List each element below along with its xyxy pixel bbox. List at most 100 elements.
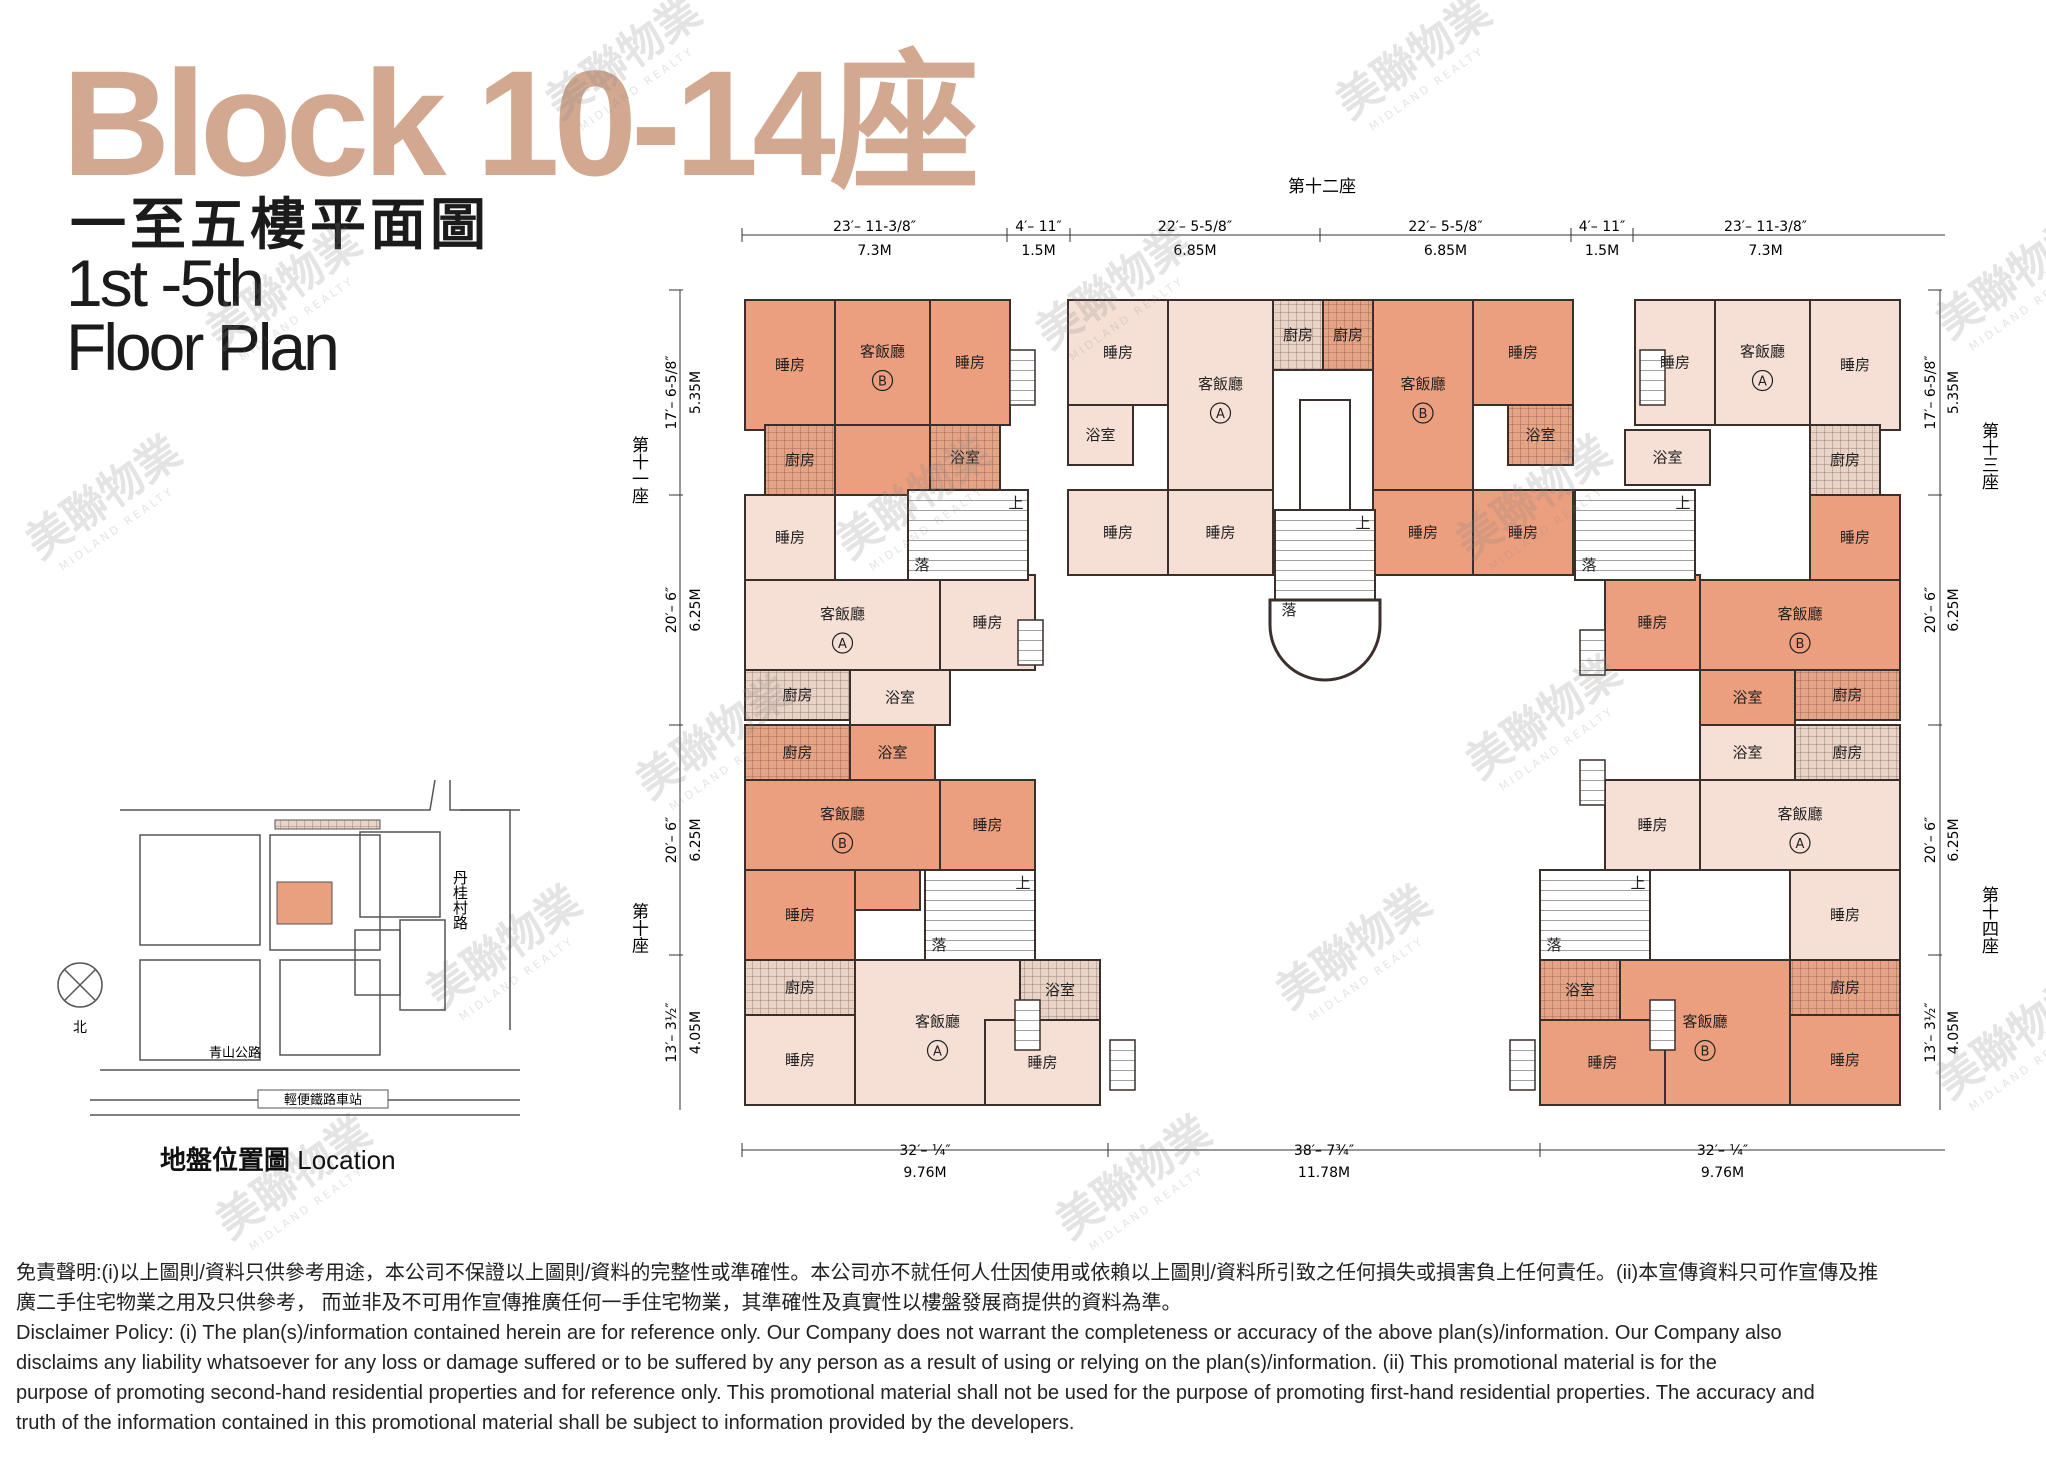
- dim-top-ft: 23′– 11-3/8″: [1724, 219, 1807, 235]
- road-tan-kwai: 丹桂村路: [451, 870, 469, 930]
- room: [1809, 494, 1901, 581]
- room-label-bathroom: 浴室: [1045, 981, 1075, 999]
- stair-core: [1539, 869, 1651, 961]
- dim-right-ft: 17′– 6-5/8″: [1923, 355, 1939, 429]
- stair-up: 上: [1355, 514, 1370, 532]
- room-label-bedroom: 睡房: [785, 1051, 815, 1069]
- stair-core: [907, 489, 1029, 581]
- stair-tower: [1268, 598, 1382, 682]
- dim-top-m: 1.5M: [1021, 243, 1055, 259]
- room-label-bedroom: 睡房: [1587, 1054, 1617, 1072]
- room-label-kitchen: 廚房: [785, 979, 815, 997]
- room-label-bedroom: 睡房: [1660, 354, 1690, 372]
- location-caption-en: Location: [297, 1145, 396, 1175]
- room-label-bedroom: 睡房: [1205, 524, 1235, 542]
- balcony: [1014, 999, 1041, 1051]
- dim-left-m: 4.05M: [688, 1011, 704, 1054]
- room: [1794, 669, 1901, 721]
- lrt-stop: 輕便鐵路車站: [284, 1092, 362, 1108]
- dim-right-m: 6.25M: [1946, 588, 1962, 631]
- floor-plan-title-zh: 一至五樓平面圖: [70, 192, 490, 258]
- room-label-bedroom: 睡房: [972, 816, 1002, 834]
- room-label-kitchen: 廚房: [782, 686, 812, 704]
- room: [1699, 579, 1901, 671]
- room-label-living_dining: 客飯廳: [1400, 375, 1445, 393]
- location-caption-zh: 地盤位置圖: [160, 1145, 291, 1175]
- room: [744, 959, 856, 1016]
- room-label-bathroom: 浴室: [1732, 744, 1762, 762]
- stair-up: 上: [1008, 494, 1023, 512]
- room-label-bathroom: 浴室: [1525, 426, 1555, 444]
- room: [1604, 779, 1701, 871]
- room: [744, 869, 856, 961]
- block-label-12: 第十二座: [1288, 177, 1356, 197]
- dim-top-m: 1.5M: [1585, 243, 1619, 259]
- room: [1472, 299, 1574, 406]
- watermark-zh: 美聯物業: [1927, 206, 2046, 349]
- dim-right-m: 6.25M: [1946, 818, 1962, 861]
- unit-mark: A: [1796, 837, 1805, 852]
- room: [1067, 404, 1134, 466]
- balcony: [1109, 1039, 1136, 1091]
- dim-top-m: 7.3M: [857, 243, 891, 259]
- balcony: [1649, 999, 1676, 1051]
- room: [1322, 299, 1374, 371]
- room-label-kitchen: 廚房: [785, 451, 815, 469]
- floor-plan-diagram: 第十二座 第十一座 第十座 第十三座 第十四座 23′– 11-3/8″7.3M…: [17, 0, 2046, 1250]
- room: [1699, 669, 1796, 726]
- balcony: [1017, 619, 1044, 666]
- room-label-bathroom: 浴室: [1085, 426, 1115, 444]
- disclaimer-en-line4: truth of the information contained in th…: [16, 1412, 1075, 1434]
- room-label-kitchen: 廚房: [1333, 326, 1363, 344]
- unit-mark-circle: [1789, 832, 1811, 854]
- room-label-kitchen: 廚房: [782, 744, 812, 762]
- dim-right-m: 4.05M: [1946, 1011, 1962, 1054]
- balcony: [1509, 1039, 1536, 1091]
- room-label-bathroom: 浴室: [1652, 449, 1682, 467]
- room-label-bedroom: 睡房: [1508, 344, 1538, 362]
- room-label-bathroom: 浴室: [1565, 981, 1595, 999]
- disclaimer-en-line3: purpose of promoting second-hand residen…: [16, 1382, 1815, 1404]
- room: [744, 1014, 856, 1106]
- room: [1167, 299, 1274, 491]
- dim-top-m: 6.85M: [1424, 243, 1467, 259]
- dim-bottom-m: 9.76M: [903, 1165, 946, 1181]
- room-label-kitchen: 廚房: [1832, 744, 1862, 762]
- room: [1624, 429, 1711, 486]
- room: [1604, 574, 1701, 671]
- room-label-living_dining: 客飯廳: [1198, 375, 1243, 393]
- room: [854, 869, 921, 911]
- room: [1272, 299, 1324, 371]
- room-label-bedroom: 睡房: [775, 356, 805, 374]
- balcony: [1639, 349, 1666, 406]
- room: [834, 299, 931, 426]
- room: [1789, 869, 1901, 961]
- dim-left-ft: 17′– 6-5/8″: [664, 355, 680, 429]
- unit-mark-circle: [871, 369, 894, 392]
- room-label-kitchen: 廚房: [1830, 451, 1860, 469]
- room: [744, 494, 836, 581]
- room-label-kitchen: 廚房: [1283, 326, 1313, 344]
- room: [849, 669, 951, 726]
- unit-mark-circle: [1209, 402, 1232, 424]
- room-label-bedroom: 睡房: [785, 906, 815, 924]
- unit-mark-circle: [926, 1039, 949, 1062]
- room: [939, 779, 1036, 871]
- disclaimer-zh-line1: 免責聲明:(i)以上圖則/資料只供參考用途，本公司不保證以上圖則/資料的完整性或…: [16, 1262, 1879, 1284]
- dim-bottom-ft: 32′– ¼″: [899, 1143, 950, 1159]
- room: [849, 724, 936, 781]
- stair-core: [924, 869, 1036, 961]
- unit-mark: B: [1796, 637, 1805, 652]
- dim-right-m: 5.35M: [1946, 371, 1962, 414]
- room-label-living_dining: 客飯廳: [915, 1013, 960, 1031]
- room: [744, 724, 851, 781]
- dim-top-m: 7.3M: [1748, 243, 1782, 259]
- room-label-living_dining: 客飯廳: [1740, 343, 1785, 361]
